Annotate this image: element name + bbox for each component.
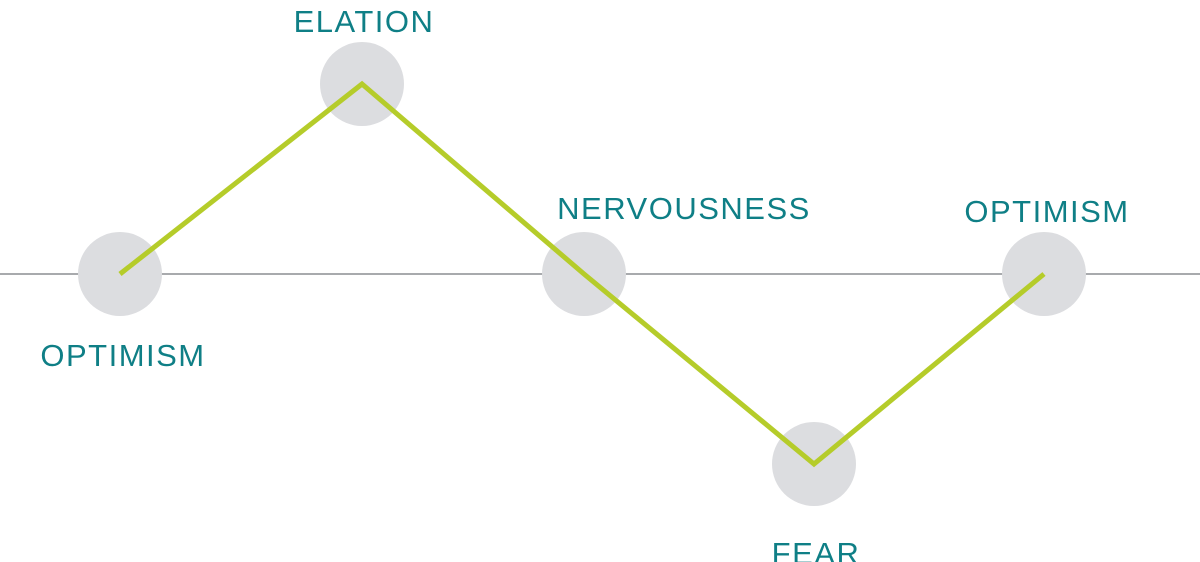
stage-label-elation: ELATION xyxy=(294,4,435,39)
stage-label-fear: FEAR xyxy=(772,536,861,562)
emotion-trend-line xyxy=(118,80,1046,468)
stage-label-optimism-start: OPTIMISM xyxy=(40,338,205,373)
stage-label-optimism-end: OPTIMISM xyxy=(964,194,1129,229)
labels-layer: OPTIMISM ELATION NERVOUSNESS FEAR OPTIMISM xyxy=(40,4,1129,562)
stage-label-nervousness: NERVOUSNESS xyxy=(557,191,811,226)
